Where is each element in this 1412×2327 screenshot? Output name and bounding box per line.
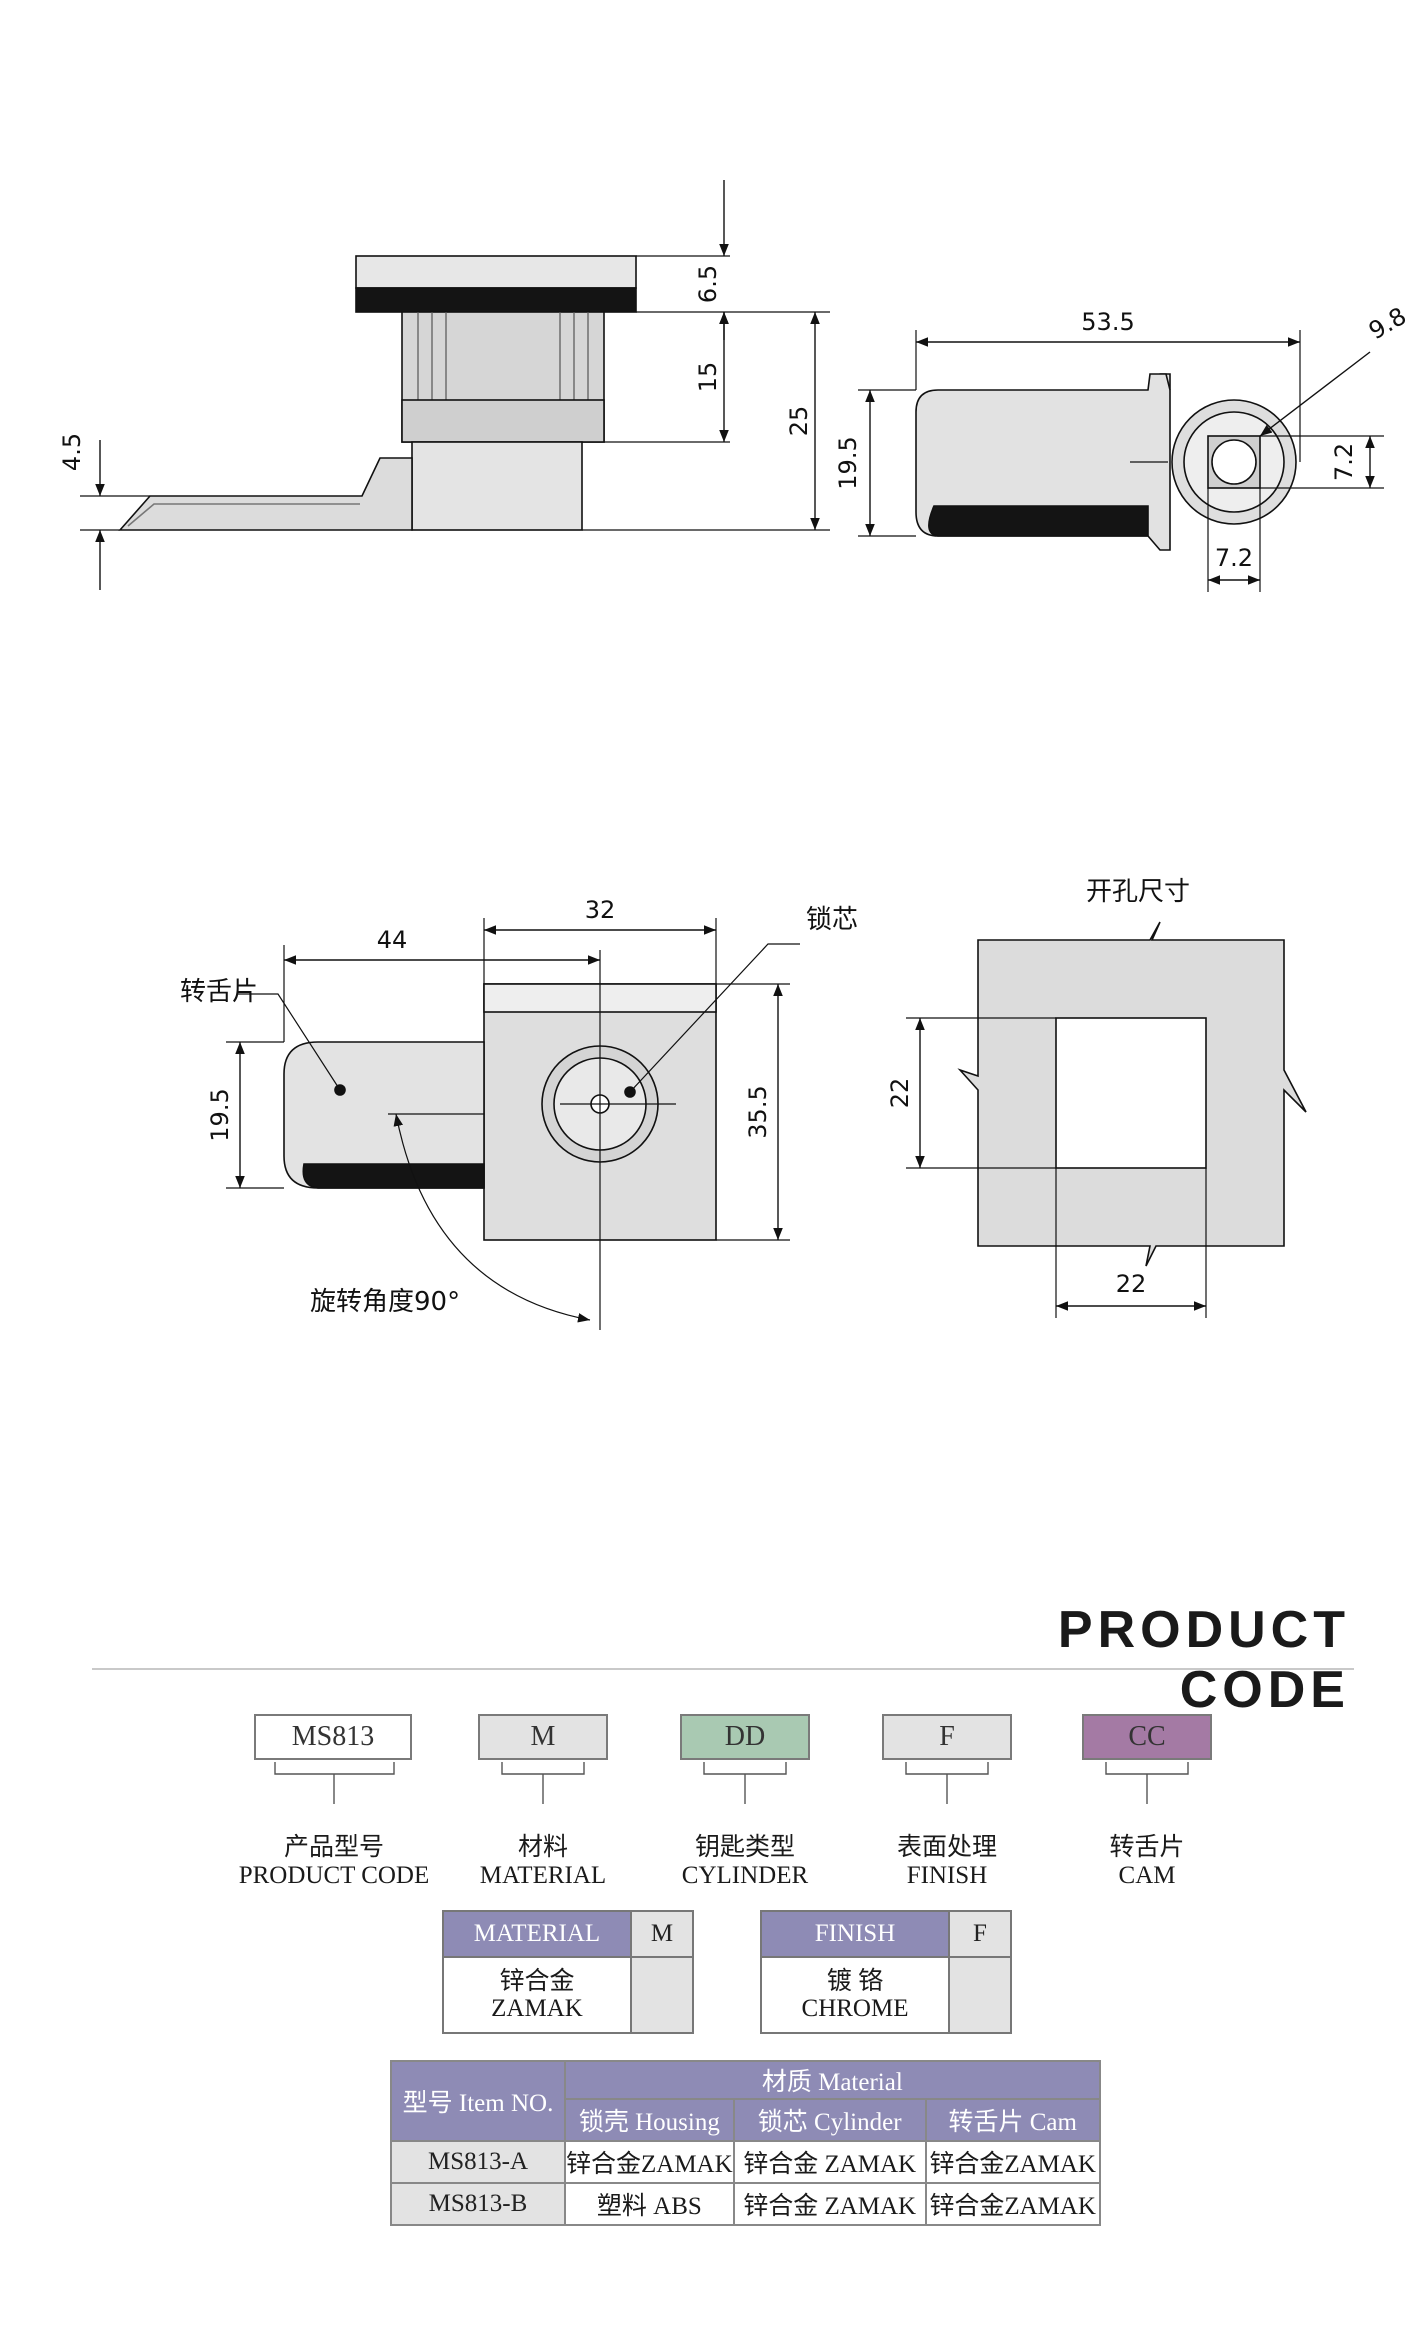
code-box-material: M (478, 1714, 608, 1760)
dim-square-h: 7.2 (1215, 544, 1253, 572)
label-cam: 转舌片 (180, 977, 258, 1007)
caption-cn: 钥匙类型 (694, 1834, 795, 1861)
item-table-col-item: 型号 Item NO. (390, 2060, 566, 2142)
front-view (226, 918, 800, 1330)
side-view (80, 180, 830, 590)
cutout-dim-v: 22 (886, 1078, 914, 1109)
caption-cn: 材料 (517, 1834, 568, 1861)
dim-mid: 15 (694, 362, 722, 393)
option-en: CHROME (801, 1995, 909, 2022)
caption-en: PRODUCT CODE (238, 1862, 430, 1889)
dim-cam: 4.5 (58, 433, 86, 471)
caption-en: CAM (1118, 1862, 1176, 1889)
dim-height: 19.5 (834, 436, 862, 489)
item-table-col-material: 材质 Material (564, 2060, 1101, 2100)
table-row: MS813-B 塑料 ABS 锌合金 ZAMAK 锌合金ZAMAK (390, 2182, 1101, 2226)
row-item: MS813-A (390, 2140, 566, 2184)
item-table: 型号 Item NO. 材质 Material 锁壳 Housing 锁芯 Cy… (390, 2060, 1101, 2226)
row-housing: 锌合金ZAMAK (564, 2140, 735, 2184)
code-box-cam: CC (1082, 1714, 1212, 1760)
table-row: MS813-A 锌合金ZAMAK 锌合金 ZAMAK 锌合金ZAMAK (390, 2140, 1101, 2184)
row-cylinder: 锌合金 ZAMAK (732, 2182, 927, 2226)
dim-body-height: 35.5 (744, 1085, 772, 1138)
option-cn: 镀 铬 (826, 1968, 884, 1995)
product-code-heading: PRODUCT CODE (1057, 1601, 1350, 1719)
item-table-sub-cam: 转舌片 Cam (924, 2098, 1101, 2142)
finish-option-code (948, 1956, 1012, 2034)
caption-cn: 表面处理 (896, 1834, 997, 1861)
material-table-header: MATERIAL (442, 1910, 632, 1958)
cutout-title: 开孔尺寸 (1086, 877, 1190, 907)
code-box-finish: F (882, 1714, 1012, 1760)
dim-body-width: 32 (585, 896, 616, 924)
dim-top: 6.5 (694, 265, 722, 303)
row-item: MS813-B (390, 2182, 566, 2226)
material-table-code: M (630, 1910, 694, 1958)
option-en: ZAMAK (491, 1995, 583, 2022)
caption-en: CYLINDER (681, 1862, 809, 1889)
row-cam: 锌合金ZAMAK (924, 2182, 1101, 2226)
caption-cn: 产品型号 (283, 1834, 384, 1861)
dim-length: 53.5 (1081, 308, 1134, 336)
row-cam: 锌合金ZAMAK (924, 2140, 1101, 2184)
finish-table-header: FINISH (760, 1910, 950, 1958)
caption-cn: 转舌片 (1109, 1834, 1185, 1861)
label-cylinder: 锁芯 (806, 905, 858, 935)
heading-divider (92, 1668, 1354, 1670)
code-connectors (274, 1762, 1189, 1804)
technical-drawings: 6.5 15 25 4.5 53.5 9.8 19.5 7.2 7.2 (58, 180, 1411, 1330)
dim-square-v: 7.2 (1330, 443, 1358, 481)
row-cylinder: 锌合金 ZAMAK (732, 2140, 927, 2184)
finish-table-code: F (948, 1910, 1012, 1958)
caption-en: FINISH (906, 1862, 988, 1889)
cutout-dim-h: 22 (1116, 1270, 1147, 1298)
dim-cam-height: 19.5 (206, 1088, 234, 1141)
caption-en: MATERIAL (479, 1862, 607, 1889)
dim-total: 25 (785, 406, 813, 437)
cutout-view (906, 921, 1307, 1318)
end-view (858, 330, 1384, 592)
dim-diameter: 9.8 (1364, 302, 1411, 345)
dim-cam-length: 44 (377, 926, 408, 954)
label-rotation: 旋转角度90° (310, 1287, 460, 1317)
code-box-product: MS813 (254, 1714, 412, 1760)
item-table-sub-housing: 锁壳 Housing (564, 2098, 735, 2142)
material-option-code (630, 1956, 694, 2034)
option-cn: 锌合金 (499, 1968, 575, 1995)
item-table-sub-cylinder: 锁芯 Cylinder (732, 2098, 927, 2142)
code-box-cylinder: DD (680, 1714, 810, 1760)
row-housing: 塑料 ABS (564, 2182, 735, 2226)
